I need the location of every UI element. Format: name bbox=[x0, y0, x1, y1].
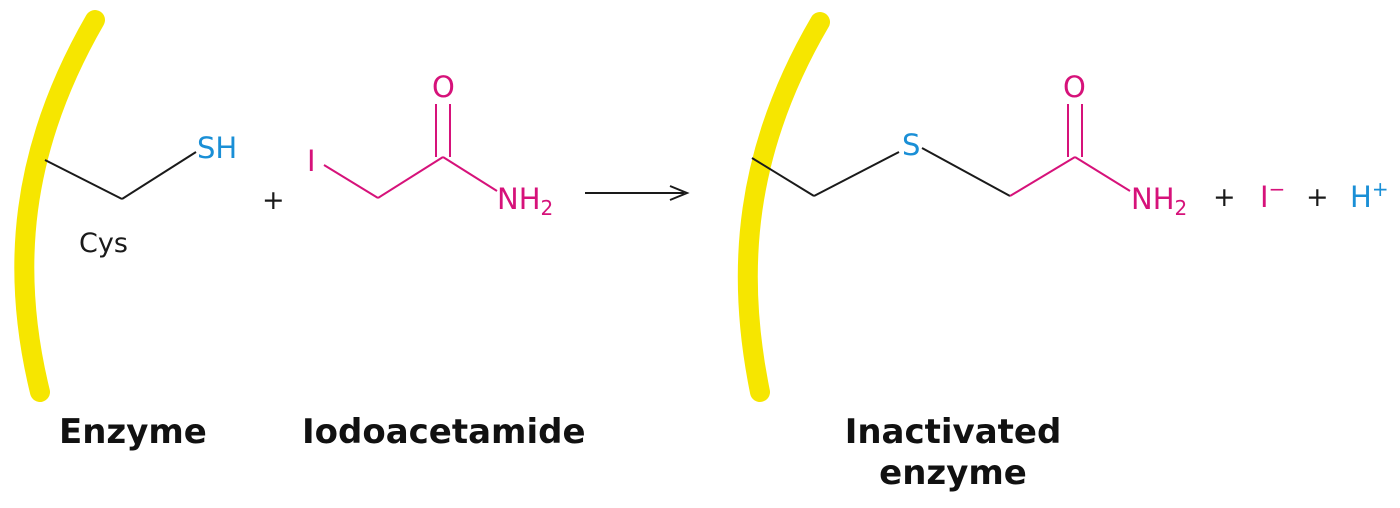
prod-oxygen-label: O bbox=[1063, 70, 1086, 104]
thiol-group-label: SH bbox=[197, 131, 237, 165]
iodide-charge: − bbox=[1269, 177, 1286, 201]
iodide-ion-label: I− bbox=[1260, 177, 1285, 214]
prod-nh2-label: NH2 bbox=[1131, 182, 1187, 220]
enzyme-surface-arc-left bbox=[14, 10, 105, 402]
bond-cys-2 bbox=[121, 151, 197, 200]
prod-nh: NH bbox=[1131, 182, 1175, 216]
bond-c-c bbox=[377, 156, 444, 199]
proton-charge: + bbox=[1372, 177, 1389, 201]
proton-symbol: H bbox=[1350, 180, 1372, 214]
bond-prod-2 bbox=[813, 151, 900, 197]
arrow-head bbox=[669, 185, 690, 201]
inactivated-caption-line1: Inactivated bbox=[845, 412, 1062, 452]
enzyme-caption: Enzyme bbox=[59, 412, 207, 452]
plus-sign-1: + bbox=[262, 185, 285, 216]
amide-nh: NH bbox=[497, 182, 541, 216]
enzyme-surface-arc-right bbox=[737, 12, 830, 402]
bond-prod-1 bbox=[751, 157, 815, 197]
plus-sign-2: + bbox=[1213, 182, 1236, 213]
plus-sign-3: + bbox=[1306, 182, 1329, 213]
bond-prod-3 bbox=[921, 147, 1011, 197]
alkylated-side-chain: S O NH2 bbox=[751, 70, 1187, 220]
bond-i-c bbox=[323, 164, 379, 199]
iodide-symbol: I bbox=[1260, 180, 1269, 214]
bond-prod-4 bbox=[1009, 156, 1076, 197]
bond-prod-5 bbox=[1074, 156, 1131, 192]
amide-subscript: 2 bbox=[541, 196, 554, 220]
iodoacetamide-caption: Iodoacetamide bbox=[302, 412, 586, 452]
amide-nh2-label: NH2 bbox=[497, 182, 553, 220]
iodine-atom-label: I bbox=[307, 144, 316, 178]
thioether-sulfur-label: S bbox=[902, 128, 920, 162]
bond-c-n bbox=[442, 156, 498, 192]
oxygen-atom-label: O bbox=[432, 70, 455, 104]
prod-subscript: 2 bbox=[1175, 196, 1188, 220]
proton-label: H+ bbox=[1350, 177, 1389, 214]
inactivated-caption-line2: enzyme bbox=[879, 453, 1027, 493]
iodoacetamide-structure: I O NH2 bbox=[307, 70, 553, 220]
bond-cys-1 bbox=[44, 159, 123, 200]
reaction-arrow bbox=[585, 185, 690, 201]
cysteine-side-chain bbox=[44, 151, 197, 200]
cys-label: Cys bbox=[79, 228, 128, 259]
